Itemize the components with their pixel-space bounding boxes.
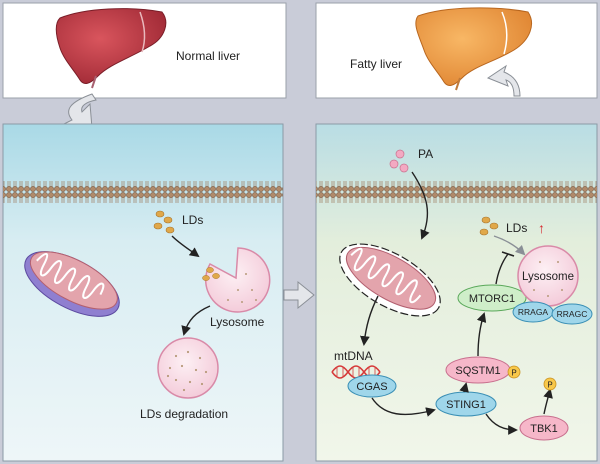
damaged-mitochondrion	[339, 243, 441, 317]
sqstm1-to-mtorc1-arrow	[476, 312, 487, 357]
normal-liver-icon	[55, 8, 167, 89]
rraga-label: RRAGA	[518, 307, 549, 317]
mtdna-label: mtDNA	[334, 349, 373, 363]
cgas-to-sting1-arrow	[371, 397, 436, 417]
left-lds-arrow	[171, 235, 200, 258]
down-curved-arrow	[62, 93, 97, 129]
pa-molecules	[389, 149, 409, 173]
pa-arrow	[411, 171, 430, 240]
tbk1-node	[519, 415, 569, 441]
right-lipid-droplets	[479, 216, 499, 236]
left-membrane	[3, 180, 283, 204]
right-lds-arrow	[493, 235, 526, 256]
phospho-label-2: P	[511, 369, 516, 378]
cgas-node	[347, 374, 397, 398]
right-lysosome	[517, 245, 579, 307]
mtorc1-inhibition	[495, 253, 509, 285]
mtorc1-label: MTORC1	[469, 293, 515, 305]
lysosome-to-degradation-arrow	[181, 305, 211, 336]
degradation-lysosome	[157, 337, 219, 399]
sting1-to-sqstm1-arrow	[459, 382, 469, 393]
right-membrane	[316, 180, 597, 204]
left-mitochondrion	[24, 251, 120, 317]
right-lds-label: LDs	[506, 221, 527, 235]
lds-degradation-label: LDs degradation	[140, 407, 228, 421]
phospho-label-1: P	[547, 381, 552, 390]
inhibition-bar	[501, 251, 515, 257]
left-lds-label: LDs	[182, 213, 203, 227]
fatty-liver-icon	[415, 7, 532, 91]
left-lysosome-label: Lysosome	[210, 315, 265, 329]
tbk1-phospho-arrow	[543, 388, 553, 415]
pa-label: PA	[418, 147, 433, 161]
mtorc1-node	[457, 284, 527, 312]
up-curved-arrow	[486, 64, 521, 97]
sting1-label: STING1	[446, 399, 486, 411]
right-lysosome-label: Lysosome	[522, 271, 574, 283]
left-lipid-droplets	[153, 210, 175, 234]
fatty-liver-label: Fatty liver	[350, 57, 402, 71]
phospho-badge-tbk1	[543, 377, 557, 391]
sqstm1-label: SQSTM1	[455, 365, 500, 377]
mito-to-mtdna-arrow	[359, 295, 379, 346]
rragc-node	[551, 303, 593, 325]
lds-increase-arrow: ↑	[538, 220, 545, 236]
rragc-label: RRAGC	[557, 309, 588, 319]
cgas-label: CGAS	[356, 381, 387, 393]
phospho-badge-sqstm1	[507, 365, 521, 379]
tbk1-label: TBK1	[530, 423, 558, 435]
left-lysosome	[202, 247, 271, 313]
right-arrow	[283, 280, 315, 310]
normal-liver-label: Normal liver	[176, 49, 240, 63]
sting1-to-tbk1-arrow	[485, 413, 518, 435]
